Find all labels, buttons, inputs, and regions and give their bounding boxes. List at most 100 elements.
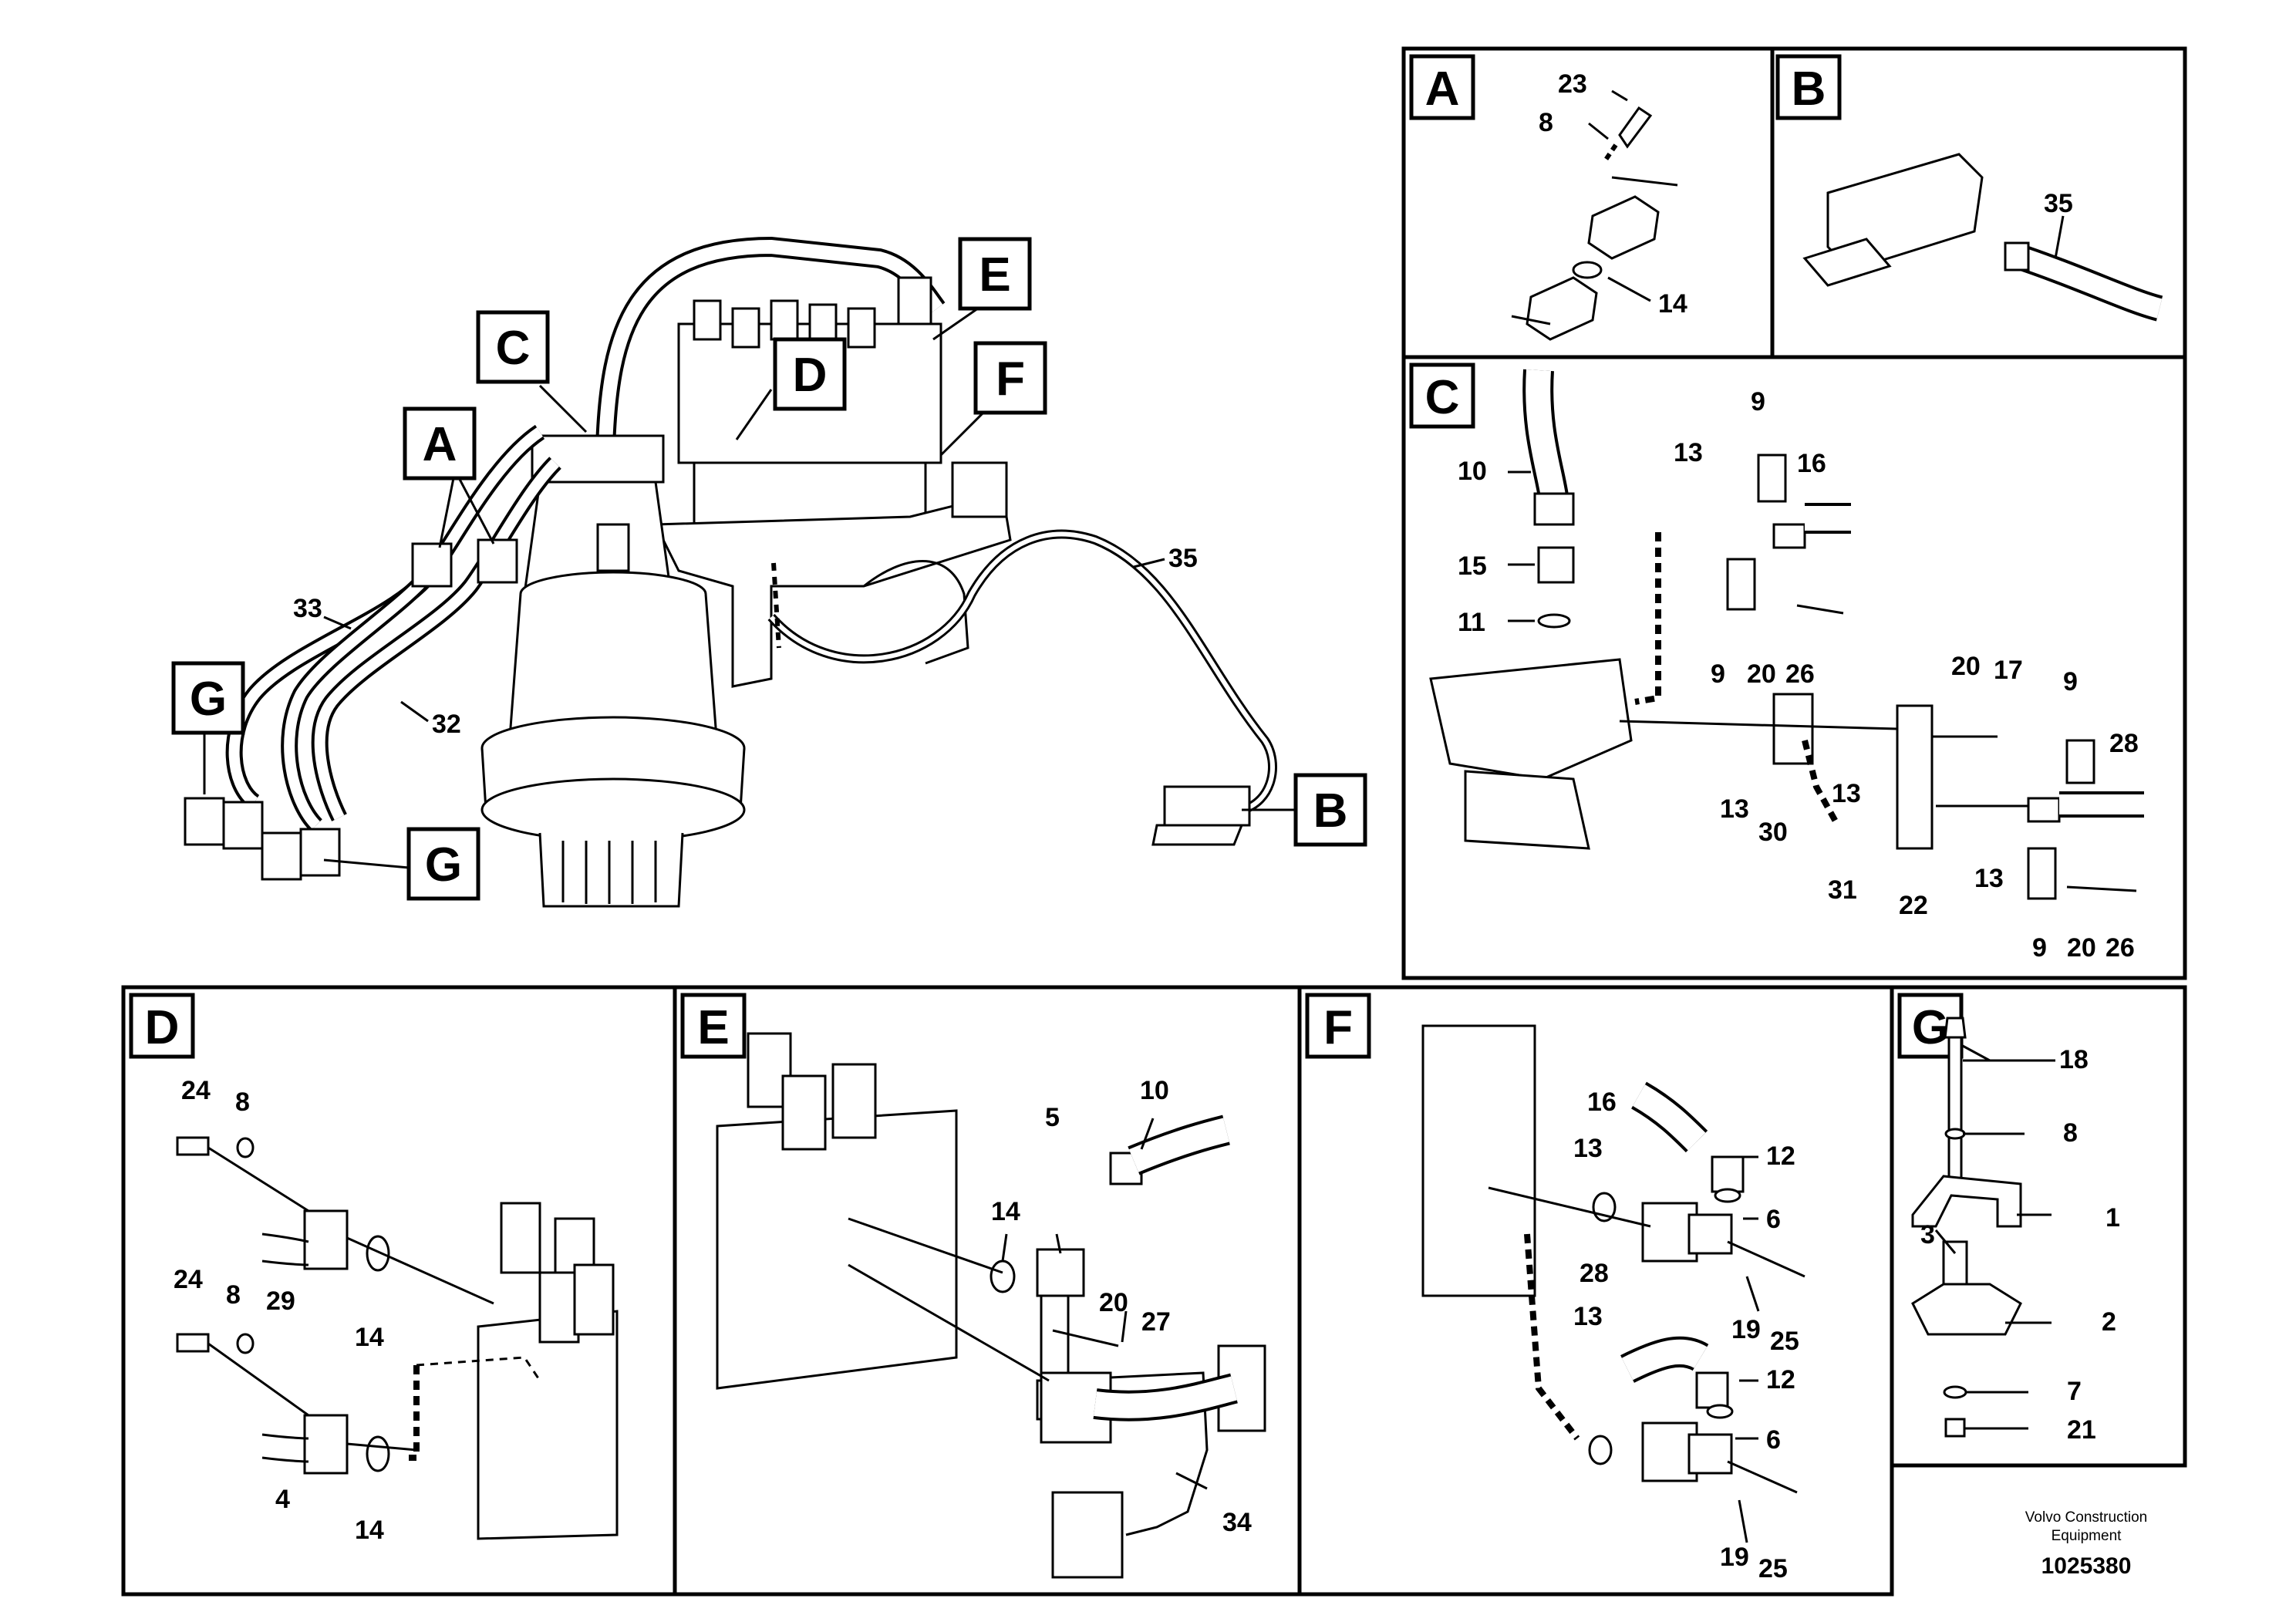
callout-G-3: 3	[1920, 1220, 1935, 1249]
label-box-F: F	[973, 341, 1047, 415]
callout-D-14a: 14	[355, 1323, 384, 1352]
company-name-line1: Volvo Construction	[2025, 1509, 2147, 1526]
callout-F-19b: 19	[1720, 1543, 1749, 1572]
callout-G-2: 2	[2102, 1307, 2116, 1337]
callout-F-28: 28	[1580, 1259, 1609, 1288]
label-box-A: A	[403, 406, 477, 481]
callout-A-23: 23	[1558, 69, 1587, 99]
main-view-labels: A C D E F G G B 33 32	[171, 237, 1367, 901]
callout-C-20b: 20	[1951, 652, 1981, 681]
callout-35: 35	[1168, 544, 1198, 573]
main-assembly-view	[184, 236, 1296, 908]
callout-G-18: 18	[2059, 1045, 2089, 1074]
label-F: F	[996, 352, 1025, 406]
callout-G-7: 7	[2067, 1377, 2082, 1406]
panel-C: C	[1409, 363, 2144, 963]
callout-F-12a: 12	[1766, 1141, 1795, 1171]
callout-F-13b: 13	[1573, 1302, 1603, 1331]
panel-frames	[121, 46, 2187, 1597]
callout-C-9c: 9	[2063, 667, 2078, 696]
callout-E-10: 10	[1140, 1076, 1169, 1105]
label-B: B	[1313, 784, 1348, 838]
callout-E-14: 14	[991, 1197, 1020, 1226]
callout-G-8: 8	[2063, 1118, 2078, 1148]
callout-F-12b: 12	[1766, 1365, 1795, 1394]
callout-C-13c: 13	[1832, 779, 1861, 808]
callout-F-6b: 6	[1766, 1425, 1781, 1455]
callout-E-20: 20	[1099, 1288, 1128, 1317]
callout-C-26b: 26	[2106, 933, 2135, 963]
callout-33: 33	[293, 594, 322, 623]
callout-C-10: 10	[1458, 457, 1487, 486]
callout-C-11: 11	[1458, 608, 1485, 637]
label-box-B: B	[1293, 773, 1367, 847]
callout-C-31: 31	[1828, 875, 1857, 905]
callout-C-15: 15	[1458, 551, 1487, 581]
label-C: C	[496, 322, 531, 375]
callout-D-24a: 24	[181, 1076, 211, 1105]
panel-C-title: C	[1425, 371, 1460, 424]
callout-C-13a: 13	[1674, 438, 1703, 467]
callout-C-9d: 9	[2032, 933, 2047, 963]
callout-C-20c: 20	[2067, 933, 2096, 963]
label-G-upper: G	[190, 673, 227, 726]
drawing-number: 1025380	[2041, 1553, 2132, 1579]
callout-D-4: 4	[275, 1485, 290, 1514]
callout-C-28: 28	[2109, 729, 2139, 758]
callout-C-16: 16	[1797, 449, 1826, 478]
callout-E-27: 27	[1141, 1307, 1171, 1337]
panel-F-title: F	[1323, 1001, 1353, 1054]
callout-C-30: 30	[1758, 818, 1788, 847]
callout-F-25a: 25	[1770, 1327, 1799, 1356]
callout-F-25b: 25	[1758, 1554, 1788, 1583]
callout-D-24b: 24	[174, 1265, 203, 1294]
panel-F: F	[1305, 993, 1805, 1583]
callout-C-13d: 13	[1974, 864, 2004, 893]
panel-E-title: E	[697, 1001, 729, 1054]
panel-B-title: B	[1792, 62, 1826, 116]
callout-C-9b: 9	[1711, 659, 1725, 689]
title-block: Volvo Construction Equipment 1025380	[2025, 1509, 2147, 1579]
label-G-lower: G	[425, 838, 462, 892]
callout-C-22: 22	[1899, 891, 1928, 920]
callout-G-1: 1	[2106, 1203, 2120, 1233]
label-box-G-upper: G	[171, 661, 245, 735]
panel-A: A 23 8 14	[1409, 54, 1687, 341]
panel-D: D 24 8	[129, 993, 619, 1545]
callout-C-20a: 20	[1747, 659, 1776, 689]
label-box-D: D	[773, 337, 847, 411]
panel-G: G 18 8 1 3 2 7 21	[1897, 993, 2120, 1445]
callout-D-14b: 14	[355, 1516, 384, 1545]
callout-F-19a: 19	[1731, 1315, 1761, 1344]
callout-C-17: 17	[1994, 656, 2023, 685]
callout-A-14: 14	[1658, 289, 1687, 319]
callout-F-13a: 13	[1573, 1134, 1603, 1163]
callout-32: 32	[432, 710, 461, 739]
label-box-C: C	[476, 310, 550, 384]
callout-F-16: 16	[1587, 1088, 1617, 1117]
panel-B: B 35	[1775, 54, 2163, 322]
callout-D-8a: 8	[235, 1088, 250, 1117]
callout-D-29: 29	[266, 1286, 295, 1316]
callout-A-8: 8	[1539, 108, 1553, 137]
label-D: D	[793, 349, 828, 402]
callout-C-9a: 9	[1751, 387, 1765, 416]
label-box-E: E	[958, 237, 1032, 311]
callout-E-34: 34	[1222, 1508, 1252, 1537]
label-E: E	[979, 248, 1010, 302]
panel-D-title: D	[145, 1001, 180, 1054]
company-name-line2: Equipment	[2052, 1528, 2122, 1544]
panel-E: E	[680, 993, 1266, 1579]
callout-F-6a: 6	[1766, 1205, 1781, 1234]
label-A: A	[423, 418, 457, 471]
callout-B-35: 35	[2044, 189, 2073, 218]
label-box-G-lower: G	[406, 827, 480, 901]
callout-E-5: 5	[1045, 1103, 1060, 1132]
callout-D-8b: 8	[226, 1280, 241, 1310]
callout-G-21: 21	[2067, 1415, 2096, 1445]
callout-C-26a: 26	[1785, 659, 1815, 689]
callout-C-13b: 13	[1720, 794, 1749, 824]
panel-G-title: G	[1912, 1001, 1949, 1054]
panel-A-title: A	[1425, 62, 1460, 116]
